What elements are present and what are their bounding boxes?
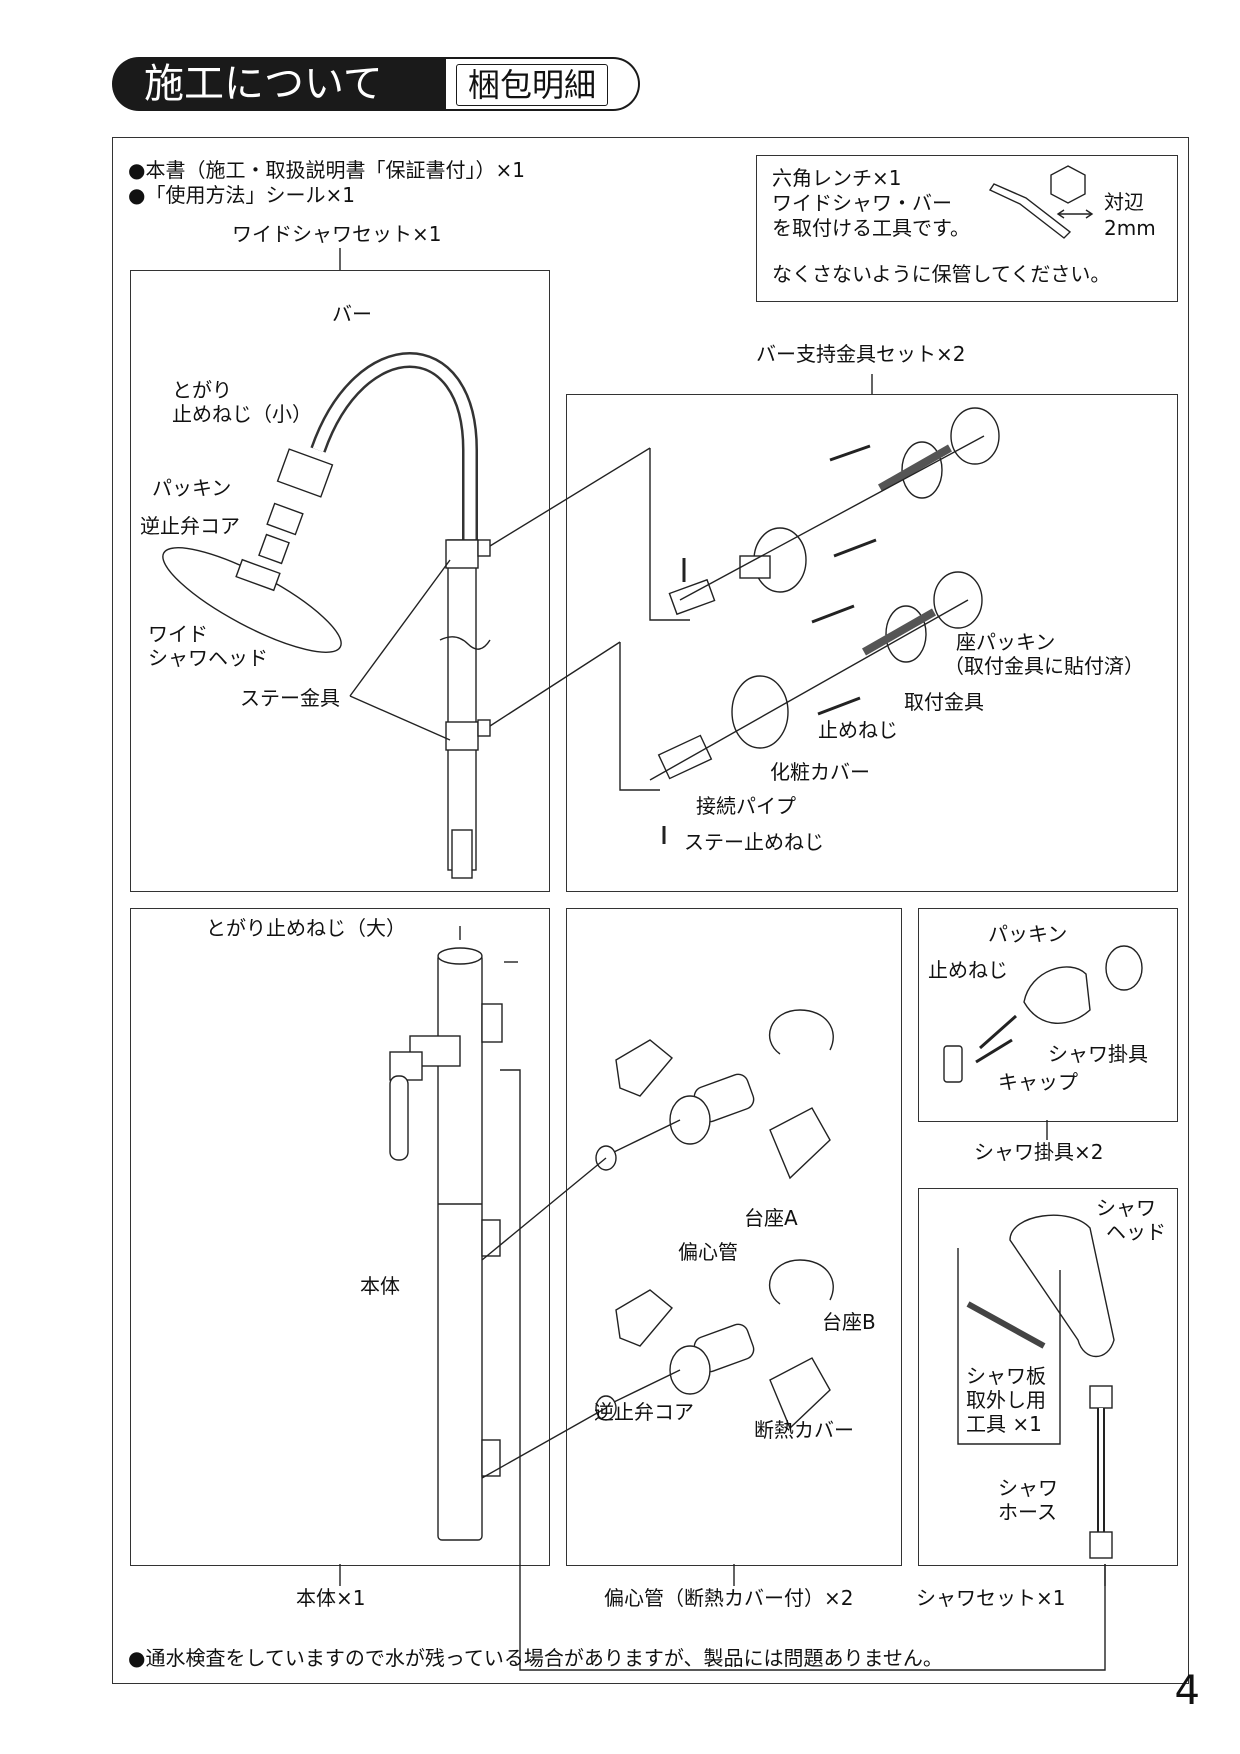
label-shower-head-2: ヘッド (1106, 1220, 1166, 1244)
caption-shower-set: シャワセット×1 (916, 1586, 1066, 1610)
label-pointed-screw-large: とがり止めねじ（大） (206, 916, 406, 940)
wrench-line3: を取付ける工具です。 (772, 216, 970, 240)
label-base-a: 台座A (744, 1206, 798, 1230)
bar-support-set-box (566, 394, 1178, 892)
label-hook-packing: パッキン (988, 922, 1068, 946)
label-tool-2: 取外し用 (966, 1388, 1046, 1412)
label-tool-1: シャワ板 (966, 1364, 1046, 1388)
label-wide-head-1: ワイド (148, 622, 208, 646)
label-shower-head-1: シャワ (1096, 1196, 1156, 1220)
label-hose-2: ホース (998, 1500, 1057, 1524)
label-fixing-screw: 止めねじ (818, 718, 898, 742)
shower-hook-box (918, 908, 1178, 1122)
header-subtitle: 梱包明細 (456, 64, 608, 106)
label-body: 本体 (360, 1274, 400, 1298)
label-hook: シャワ掛具 (1048, 1042, 1148, 1066)
label-decor-cover: 化粧カバー (770, 760, 870, 784)
caption-eccentric: 偏心管（断熱カバー付）×2 (604, 1586, 854, 1610)
wrench-line1: 六角レンチ×1 (772, 166, 902, 190)
wrench-size-label: 対辺 (1104, 190, 1144, 214)
label-pointed-screw-small-2: 止めねじ（小） (172, 402, 312, 426)
wrench-line2: ワイドシャワ・バー (772, 191, 952, 215)
header-title: 施工について (112, 57, 446, 111)
label-seat-packing-1: 座パッキン (956, 630, 1056, 654)
label-tool-3: 工具 ×1 (966, 1412, 1042, 1436)
label-bar: バー (332, 302, 372, 326)
contents-frame (112, 137, 1189, 1684)
label-pointed-screw-small-1: とがり (172, 378, 232, 402)
wide-shower-set-box (130, 270, 550, 892)
label-check-valve-core: 逆止弁コア (140, 514, 240, 538)
page-number: 4 (1174, 1668, 1200, 1714)
caption-shower-hook: シャワ掛具×2 (974, 1140, 1104, 1164)
label-connect-pipe: 接続パイプ (696, 794, 796, 818)
label-packing: パッキン (152, 476, 232, 500)
caption-wide-shower-set: ワイドシャワセット×1 (232, 222, 442, 246)
note-sticker: ●「使用方法」シール×1 (128, 183, 355, 207)
label-base-b: 台座B (822, 1310, 876, 1334)
label-cap: キャップ (998, 1070, 1078, 1094)
caption-bar-support-set: バー支持金具セット×2 (756, 342, 966, 366)
label-eccentric-pipe: 偏心管 (678, 1240, 738, 1264)
caption-main-body: 本体×1 (296, 1586, 366, 1610)
header-subtitle-box: 梱包明細 (446, 57, 640, 111)
label-seat-packing-2: （取付金具に貼付済） (944, 654, 1144, 678)
label-stay-screw: ステー止めねじ (684, 830, 824, 854)
wrench-line4: なくさないように保管してください。 (772, 262, 1111, 286)
wrench-size-value: 2mm (1104, 216, 1156, 240)
label-check-valve-core-2: 逆止弁コア (594, 1400, 694, 1424)
section-header: 施工について 梱包明細 (112, 57, 644, 111)
label-insulation-cover: 断熱カバー (754, 1418, 854, 1442)
note-manual: ●本書（施工・取扱説明書「保証書付」）×1 (128, 158, 525, 182)
label-hose-1: シャワ (998, 1476, 1058, 1500)
label-wide-head-2: シャワヘッド (148, 646, 268, 670)
bottom-note: ●通水検査をしていますので水が残っている場合がありますが、製品には問題ありません… (128, 1646, 943, 1670)
label-stay-fitting: ステー金具 (240, 686, 340, 710)
label-mount-fitting: 取付金具 (904, 690, 984, 714)
label-hook-screw: 止めねじ (928, 958, 1008, 982)
wrench-box (756, 155, 1178, 302)
shower-set-box (918, 1188, 1178, 1566)
